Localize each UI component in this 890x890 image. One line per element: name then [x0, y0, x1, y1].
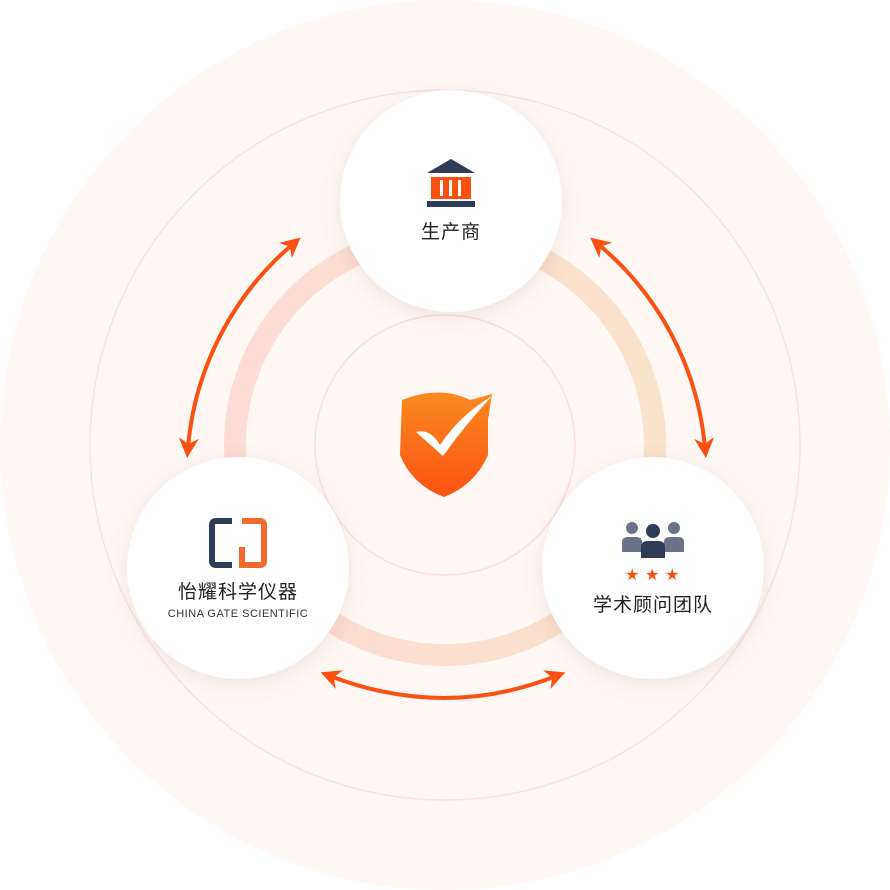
node-label: 怡耀科学仪器: [177, 580, 298, 603]
node-label: 学术顾问团队: [592, 593, 713, 616]
arrow-left: [178, 237, 301, 458]
node-sublabel: CHINA GATE SCIENTIFIC: [167, 607, 309, 620]
svg-text:★: ★: [665, 565, 679, 582]
shield-check-icon: [400, 392, 492, 497]
node-manufacturer: 生产商: [340, 90, 562, 312]
node-advisors: ★ ★ ★ 学术顾问团队: [542, 457, 764, 679]
bank-icon: [427, 158, 475, 207]
team-stars-icon: ★ ★ ★: [622, 521, 684, 582]
svg-text:★: ★: [645, 565, 659, 582]
node-company: 怡耀科学仪器 CHINA GATE SCIENTIFIC: [127, 457, 349, 679]
company-logo: [209, 517, 267, 568]
arrow-bottom: [320, 670, 566, 700]
node-label: 生产商: [420, 220, 481, 243]
arrow-right: [590, 237, 715, 458]
svg-text:★: ★: [625, 565, 639, 582]
